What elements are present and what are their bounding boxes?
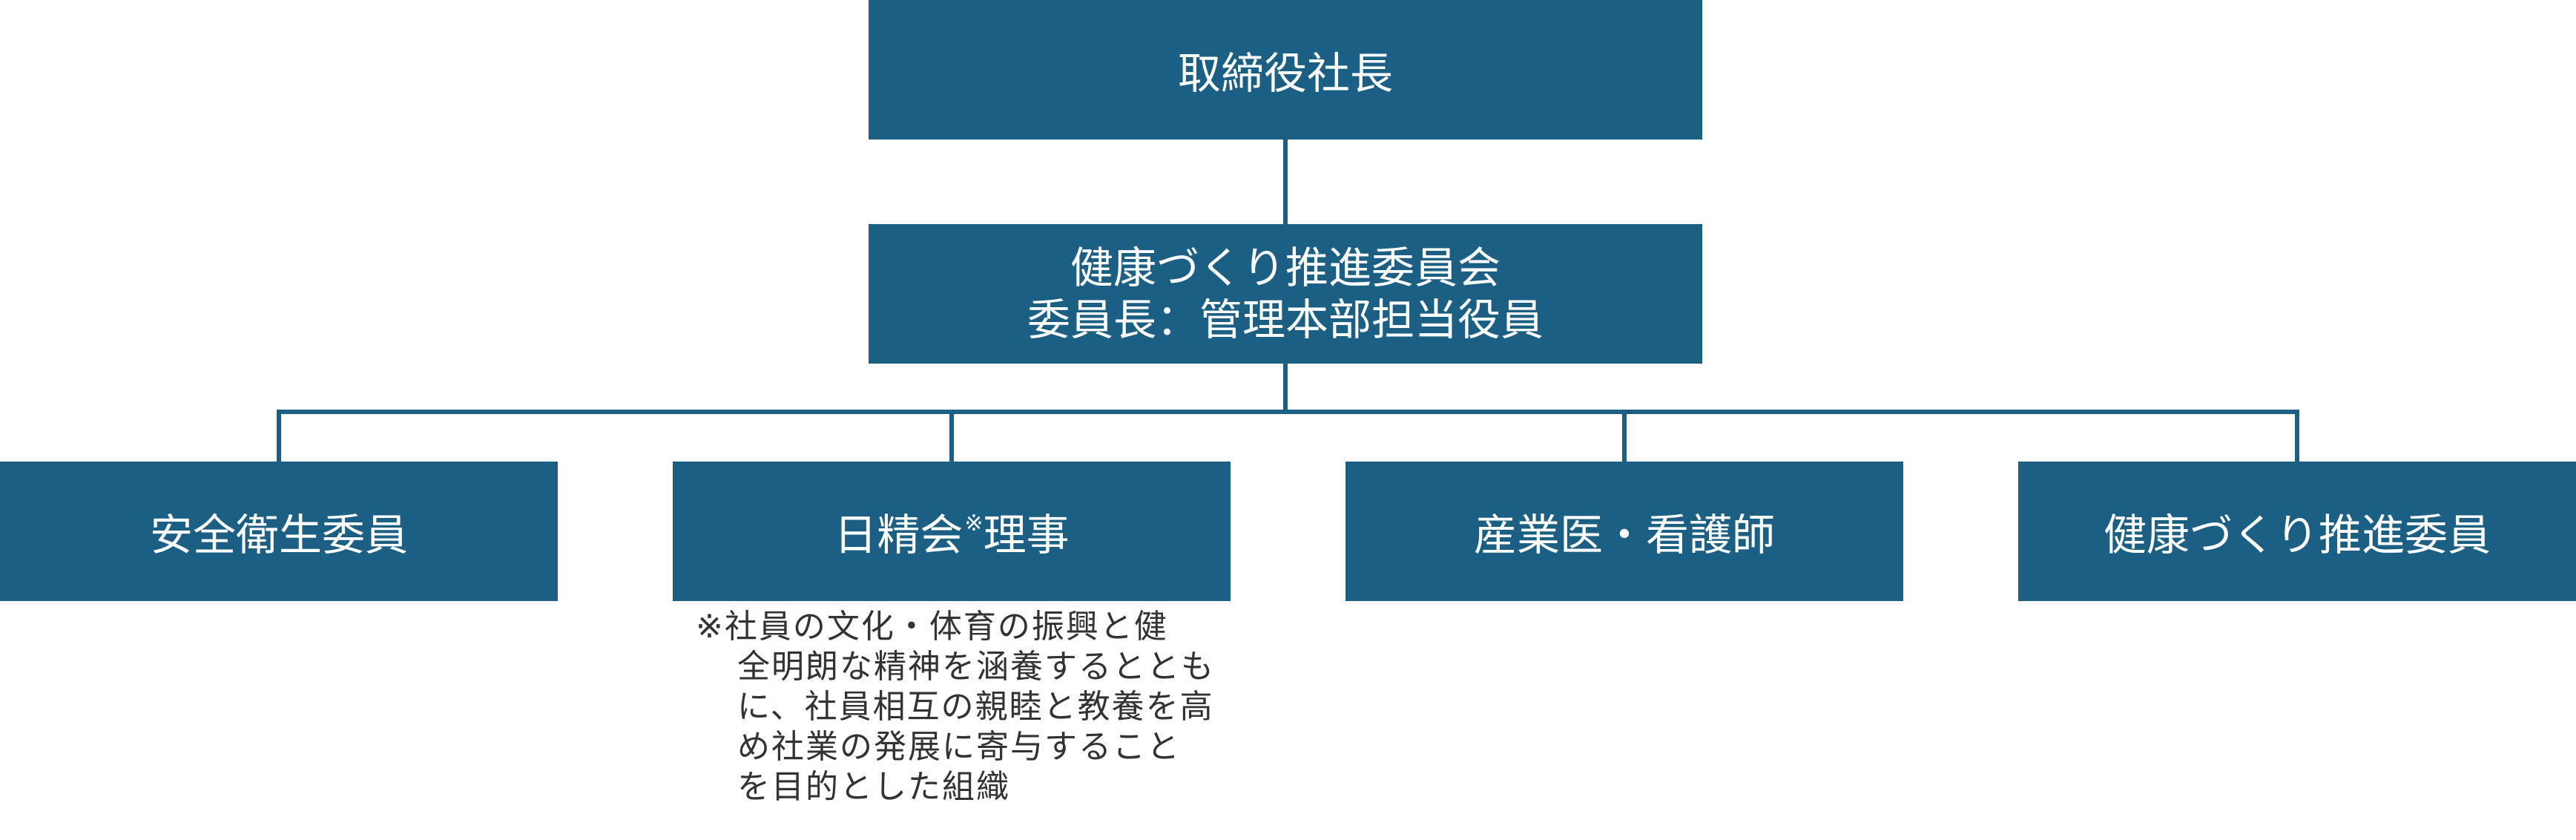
safety-health-member-label: 安全衛生委員 [149,510,408,560]
connector-horizontal-branch [277,410,2299,414]
health-promotion-member-label: 健康づくり推進委員 [2103,510,2491,560]
connector-branch-leaf-4 [2295,410,2299,462]
nisseikai-label: 日精会 [834,510,963,560]
footnote-line-3: に、社員相互の親睦と教養を高 [737,688,1214,726]
president-box: 取締役社長 [869,0,1702,140]
footnote-line-2: 全明朗な精神を涵養するととも [737,648,1215,686]
health-committee-chair: 委員長：管理本部担当役員 [1027,295,1544,345]
health-promotion-member-box: 健康づくり推進委員 [2018,462,2576,601]
doctor-nurse-box: 産業医・看護師 [1345,462,1903,601]
health-committee-box: 健康づくり推進委員会 委員長：管理本部担当役員 [869,224,1702,364]
connector-branch-leaf-3 [1622,410,1627,462]
connector-branch-leaf-1 [277,410,281,462]
connector-committee-to-branch [1283,364,1288,412]
connector-branch-leaf-2 [949,410,954,462]
footnote-line-4: め社業の発展に寄与すること [737,728,1181,766]
president-label: 取締役社長 [1177,48,1393,99]
connector-top-to-committee [1283,140,1288,224]
health-committee-title: 健康づくり推進委員会 [1070,243,1501,293]
footnote-line-5: を目的とした組織 [737,768,1010,806]
nisseikai-footnote: ※社員の文化・体育の振興と健 全明朗な精神を涵養するととも に、社員相互の親睦と… [696,607,1215,807]
director-label: 理事 [983,510,1070,560]
nisseikai-director-label: 日精会※理事 [834,500,1069,562]
nisseikai-director-box: 日精会※理事 [673,462,1231,601]
doctor-nurse-label: 産業医・看護師 [1473,510,1775,560]
footnote-line-1: ※社員の文化・体育の振興と健 [696,608,1168,646]
safety-health-member-box: 安全衛生委員 [0,462,558,601]
note-marker: ※ [964,511,984,537]
